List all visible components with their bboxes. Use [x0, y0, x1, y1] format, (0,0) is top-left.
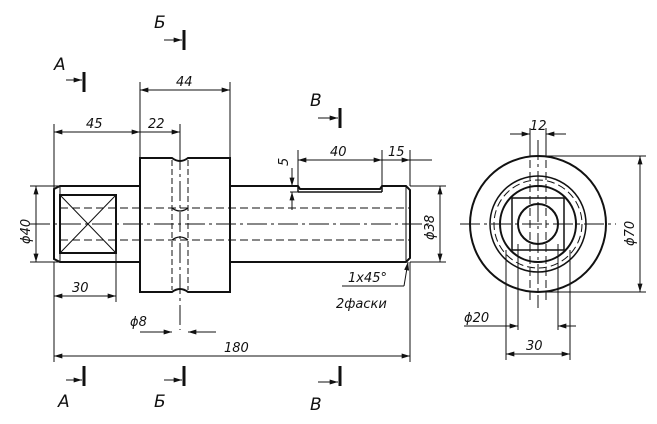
dim-15: 15 [388, 145, 405, 160]
dim-phi38: ϕ38 [423, 215, 438, 240]
dim-22: 22 [148, 117, 165, 132]
note-chamfer: 1x45° [348, 271, 387, 286]
dim-12: 12 [530, 119, 547, 134]
dim-180: 180 [224, 341, 249, 356]
dim-phi40: ϕ40 [19, 219, 34, 244]
shaft-main-view [30, 150, 432, 330]
section-b-bottom-label: Б [154, 392, 166, 412]
section-a-bottom-label: А [57, 392, 70, 412]
dim-phi20: ϕ20 [464, 311, 489, 326]
section-markers [66, 30, 342, 386]
dimensions-main [30, 82, 446, 362]
section-a-top-label: А [53, 55, 66, 75]
dim-5: 5 [277, 158, 292, 166]
dim-45: 45 [86, 117, 103, 132]
dim-30-left: 30 [72, 281, 89, 296]
section-b-top-label: Б [154, 13, 166, 33]
dim-phi70: ϕ70 [623, 221, 638, 246]
section-v-top-label: В [310, 91, 322, 111]
dimensions-end [464, 128, 646, 360]
dim-phi8: ϕ8 [130, 315, 147, 330]
dim-30-end: 30 [526, 339, 543, 354]
note-chamfers-count: 2фаски [336, 297, 387, 312]
end-view [460, 140, 616, 308]
section-v-bottom-label: В [310, 395, 322, 415]
dim-44: 44 [176, 75, 193, 90]
dim-40: 40 [330, 145, 347, 160]
